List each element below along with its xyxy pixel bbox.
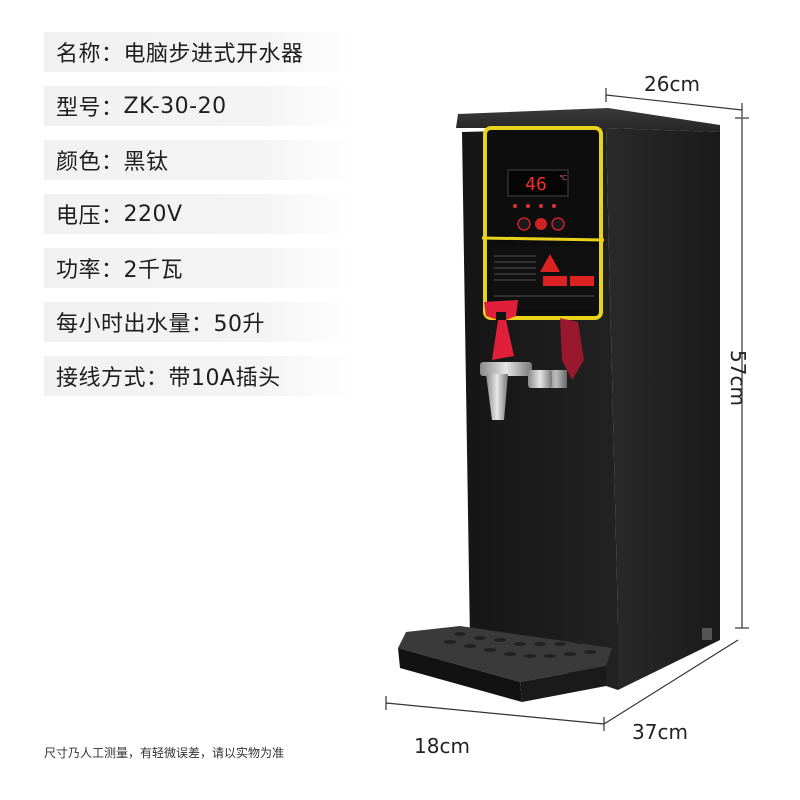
tap-spout: [486, 374, 508, 420]
power-button: [517, 217, 531, 231]
hot-water-tap: [480, 300, 552, 420]
depth-dimension-label: 37cm: [632, 720, 688, 744]
spec-label: 接线方式: [56, 360, 169, 392]
temperature-readout: 46: [525, 174, 547, 195]
drip-tray: [398, 626, 612, 702]
width-dimension-line: [605, 94, 743, 111]
spec-label: 颜色: [56, 144, 124, 176]
spec-value: 220V: [123, 201, 183, 227]
spec-row-name: 名称电脑步进式开水器: [44, 32, 354, 72]
spec-label: 电压: [56, 198, 124, 230]
spec-row-color: 颜色黑钛: [44, 140, 354, 180]
spec-value: ZK-30-20: [123, 93, 227, 119]
tap-handle: [484, 300, 518, 360]
power-icon: [535, 218, 547, 230]
depth-dimension-line: [385, 702, 605, 725]
spec-value: 50升: [213, 312, 266, 337]
dimension-lines: [385, 88, 749, 731]
boiler-side-panel: [606, 128, 720, 690]
spec-row-voltage: 电压220V: [44, 194, 354, 234]
spec-label: 功率: [56, 252, 124, 284]
spec-value: 2千瓦: [123, 258, 184, 283]
spec-label: 每小时出水量: [56, 306, 214, 338]
boiler-foot: [702, 628, 712, 640]
tap-body: [480, 362, 532, 376]
spec-label: 型号: [56, 90, 124, 122]
mode-button: [551, 217, 565, 231]
spec-value: 黑钛: [123, 150, 169, 175]
spec-row-model: 型号ZK-30-20: [44, 86, 354, 126]
width-dimension-label: 26cm: [644, 72, 700, 96]
spec-value: 电脑步进式开水器: [123, 42, 304, 67]
measurement-footnote: 尺寸乃人工测量，有轻微误差，请以实物为准: [44, 746, 285, 760]
temperature-display: [507, 169, 569, 197]
spec-row-power: 功率2千瓦: [44, 248, 354, 288]
spec-row-wiring: 接线方式带10A插头: [44, 356, 354, 396]
spec-row-output: 每小时出水量50升: [44, 302, 354, 342]
temperature-unit: ℃: [559, 174, 567, 182]
warning-triangle-icon: [540, 254, 560, 272]
spec-value: 带10A插头: [168, 366, 281, 391]
height-dimension-label: 57cm: [726, 350, 750, 406]
spec-label: 名称: [56, 36, 124, 68]
indicator-lights: [513, 204, 556, 208]
tray-dimension-label: 18cm: [414, 734, 470, 758]
